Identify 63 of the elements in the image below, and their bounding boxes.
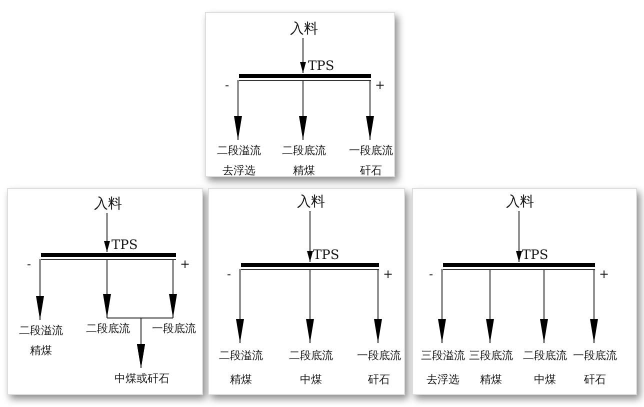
arrow xyxy=(590,268,598,344)
feed-label: 入料 xyxy=(505,193,535,212)
stream-label: 一段底流 xyxy=(356,348,402,364)
arrow xyxy=(236,268,244,344)
stream-label: 二段底流 xyxy=(85,321,131,337)
arrow xyxy=(306,268,314,344)
product-label: 去浮选 xyxy=(426,372,460,388)
polarity-sign: + xyxy=(180,257,190,271)
product-label: 精煤 xyxy=(479,372,503,388)
arrow xyxy=(486,268,494,344)
arrow xyxy=(516,210,522,262)
stream-label: 一段底流 xyxy=(348,143,394,159)
product-label: 矸石 xyxy=(359,163,383,179)
product-label: 矸石 xyxy=(583,372,607,388)
stream-label: 一段底流 xyxy=(572,348,618,364)
arrow xyxy=(36,258,44,320)
polarity-sign: - xyxy=(227,267,232,281)
product-label: 精煤 xyxy=(29,343,53,359)
stream-label: 二段溢流 xyxy=(18,323,64,339)
stream-label: 二段底流 xyxy=(522,348,568,364)
stream-label: 一段底流 xyxy=(151,321,197,337)
stream-label: 二段底流 xyxy=(288,348,334,364)
stream-label: 二段溢流 xyxy=(216,143,262,159)
product-label: 去浮选 xyxy=(222,163,256,179)
feed-label: 入料 xyxy=(93,195,123,214)
device-label: TPS xyxy=(112,238,138,253)
product-label: 精煤 xyxy=(292,163,316,179)
diagram-panel xyxy=(412,188,637,395)
feed-label: 入料 xyxy=(296,193,326,212)
device-label: TPS xyxy=(522,248,548,263)
arrow xyxy=(366,80,374,140)
feed-label: 入料 xyxy=(289,20,319,39)
arrow xyxy=(300,38,306,74)
stream-label: 二段溢流 xyxy=(218,348,264,364)
polarity-sign: - xyxy=(429,267,434,281)
arrow xyxy=(169,258,177,318)
polarity-sign: + xyxy=(374,78,385,92)
polarity-sign: - xyxy=(27,257,32,271)
product-label: 中煤 xyxy=(533,372,557,388)
device-label: TPS xyxy=(308,59,334,74)
arrow xyxy=(234,80,242,140)
arrow xyxy=(299,80,307,140)
product-label: 精煤 xyxy=(229,372,253,388)
arrow xyxy=(137,318,174,368)
arrow xyxy=(103,258,111,318)
arrow xyxy=(104,212,110,252)
stream-label: 二段底流 xyxy=(281,143,327,159)
arrow xyxy=(540,268,548,344)
device-label: TPS xyxy=(313,248,340,263)
polarity-sign: + xyxy=(382,267,393,281)
polarity-sign: + xyxy=(598,267,609,281)
diagram-panel xyxy=(7,188,203,395)
stream-label: 三段溢流 xyxy=(420,348,466,364)
stream-label: 中煤或矸石 xyxy=(114,371,170,387)
arrow xyxy=(374,268,382,344)
arrow xyxy=(307,210,313,262)
product-label: 中煤 xyxy=(299,372,323,388)
diagram-panel xyxy=(208,188,405,395)
product-label: 矸石 xyxy=(367,372,391,388)
arrow xyxy=(438,268,446,344)
polarity-sign: - xyxy=(225,78,230,92)
diagram-panel xyxy=(205,12,395,177)
stream-label: 三段底流 xyxy=(468,348,514,364)
